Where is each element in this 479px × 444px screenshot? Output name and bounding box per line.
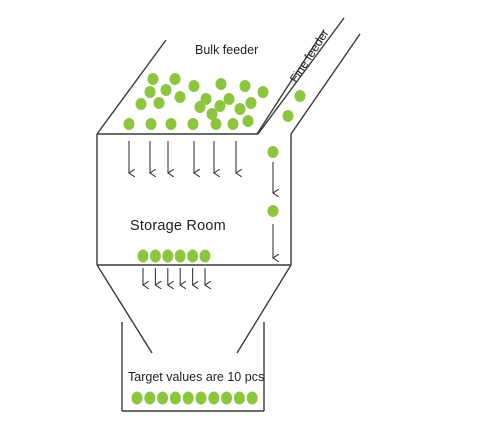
bulk-pellet	[234, 103, 246, 115]
target-pellet	[195, 391, 207, 405]
bulk-pellet	[194, 101, 206, 113]
bulk-pellet	[200, 93, 212, 105]
bulk-pellet	[257, 86, 269, 98]
bulk-arrows-group	[129, 141, 236, 173]
fine-chute-inner-wall	[257, 17, 345, 135]
bulk-pellet	[242, 115, 254, 127]
bulk-pellet	[160, 84, 172, 96]
bulk-pellet	[174, 91, 186, 103]
bulk-pellet	[188, 80, 200, 92]
storage-arrows-group	[143, 268, 205, 285]
bulk-pellet	[214, 100, 226, 112]
storage-pellet	[137, 249, 149, 263]
bulk-pellet	[144, 86, 156, 98]
storage-pellet	[149, 249, 161, 263]
storage-pellets-group	[137, 249, 211, 263]
bulk-pellet	[239, 80, 251, 92]
storage-pellet	[199, 249, 211, 263]
bulk-pellet	[123, 118, 135, 130]
storage-room-label: Storage Room	[130, 218, 226, 234]
bulk-pellet	[215, 78, 227, 90]
storage-pellet	[162, 249, 174, 263]
bulk-feeder-hopper	[96, 29, 325, 135]
fine-feeder-chute	[257, 17, 361, 135]
fine-pellet	[267, 205, 279, 217]
target-pellet	[208, 391, 220, 405]
target-pellet	[131, 391, 143, 405]
target-pellet	[246, 391, 258, 405]
bulk-pellet	[135, 98, 147, 110]
storage-room-box	[96, 133, 292, 266]
funnel-right-wall	[236, 264, 292, 354]
bulk-hopper-left-wall	[96, 39, 167, 135]
bulk-pellet	[187, 118, 199, 130]
bulk-pellet	[210, 118, 222, 130]
target-pellet	[182, 391, 194, 405]
bulk-pellet	[165, 118, 177, 130]
storage-pellet	[187, 249, 199, 263]
bulk-pellet	[153, 97, 165, 109]
target-pellet	[221, 391, 233, 405]
fine-pellet	[267, 146, 279, 158]
storage-pellet	[174, 249, 186, 263]
target-pellets-group	[131, 391, 258, 405]
funnel-left-wall	[96, 264, 153, 354]
output-funnel	[96, 264, 292, 354]
bulk-pellets-group	[123, 73, 269, 130]
target-pellet	[157, 391, 169, 405]
bulk-pellet	[245, 97, 257, 109]
bulk-pellet	[227, 118, 239, 130]
target-values-label: Target values are 10 pcs	[128, 370, 265, 384]
bulk-hopper-right-wall	[256, 29, 325, 135]
bulk-pellet	[147, 73, 159, 85]
fine-pellet	[282, 110, 294, 122]
bulk-pellet	[223, 93, 235, 105]
bulk-pellet	[169, 73, 181, 85]
target-pellet	[233, 391, 245, 405]
bulk-pellet	[206, 108, 218, 120]
bulk-pellet	[145, 118, 157, 130]
fine-pellet	[294, 90, 306, 102]
fine-pellets-group	[267, 90, 306, 217]
fine-chute-outer-wall	[290, 33, 361, 135]
target-container	[121, 322, 265, 412]
target-pellet	[169, 391, 181, 405]
bulk-feeder-label: Bulk feeder	[195, 43, 259, 57]
target-pellet	[144, 391, 156, 405]
